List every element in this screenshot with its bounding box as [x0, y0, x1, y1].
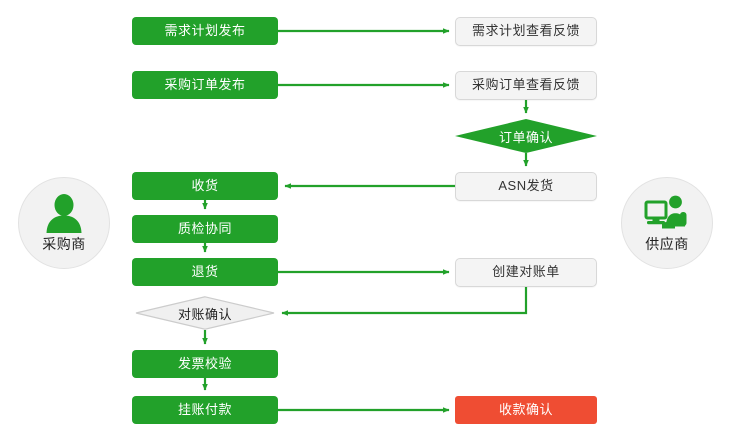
node-label: 创建对账单	[492, 264, 560, 280]
node-label: 需求计划查看反馈	[471, 23, 580, 39]
diamond-shape-white	[135, 296, 275, 330]
node-return-goods[interactable]: 退货	[132, 258, 278, 286]
node-statement-confirm[interactable]: 对账确认	[135, 296, 275, 330]
actor-supplier[interactable]: 供应商	[621, 177, 713, 269]
node-label: 需求计划发布	[164, 22, 246, 38]
node-label: 收货	[191, 177, 219, 193]
node-label: 采购订单发布	[164, 76, 246, 92]
node-demand-plan-publish[interactable]: 需求计划发布	[132, 17, 278, 45]
person-icon	[46, 193, 82, 233]
node-create-statement[interactable]: 创建对账单	[455, 258, 597, 287]
node-invoice-verify[interactable]: 发票校验	[132, 350, 278, 378]
node-payment-posting[interactable]: 挂账付款	[132, 396, 278, 424]
node-demand-plan-feedback[interactable]: 需求计划查看反馈	[455, 17, 597, 46]
node-label: 退货	[191, 263, 219, 279]
node-order-confirm[interactable]: 订单确认	[455, 119, 597, 153]
node-label: 挂账付款	[177, 401, 232, 417]
node-receipt-confirm[interactable]: 收款确认	[455, 396, 597, 424]
actor-buyer-label: 采购商	[42, 235, 86, 252]
edge-statement-to-confirm	[281, 287, 528, 316]
node-label: 对账确认	[177, 306, 232, 322]
person-at-computer-icon	[644, 195, 687, 228]
diamond-shape-green	[455, 119, 597, 153]
node-label: 采购订单查看反馈	[471, 77, 580, 93]
actor-buyer[interactable]: 采购商	[18, 177, 110, 269]
node-label: 收款确认	[498, 401, 553, 417]
node-label: 发票校验	[177, 355, 232, 371]
node-label: 质检协同	[177, 220, 232, 236]
node-label: ASN发货	[498, 178, 554, 194]
node-po-feedback[interactable]: 采购订单查看反馈	[455, 71, 597, 100]
node-asn-shipment[interactable]: ASN发货	[455, 172, 597, 201]
actor-supplier-label: 供应商	[645, 235, 689, 252]
node-po-publish[interactable]: 采购订单发布	[132, 71, 278, 99]
node-goods-receipt[interactable]: 收货	[132, 172, 278, 200]
node-label: 订单确认	[498, 129, 553, 145]
node-quality-collab[interactable]: 质检协同	[132, 215, 278, 243]
